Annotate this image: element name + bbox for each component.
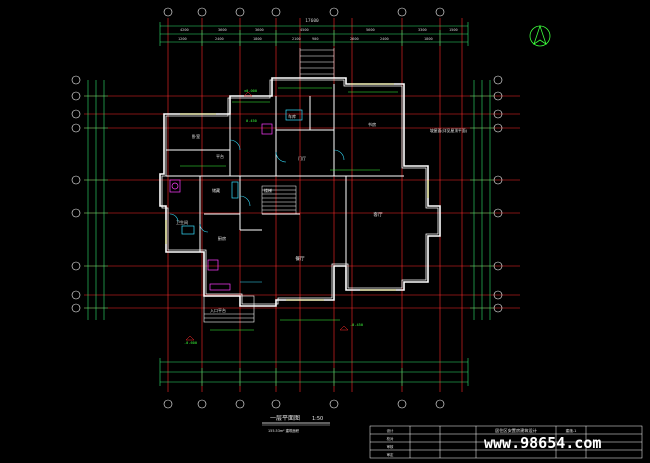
- title-block-row-3: 审核: [387, 444, 394, 449]
- room-label-porch: 入口平台: [210, 307, 226, 313]
- windows: [165, 83, 429, 301]
- room-label-dining: 餐厅: [295, 255, 305, 262]
- elev-bedroom: 0.450: [246, 119, 257, 123]
- interior-dimension-marks: [180, 87, 398, 331]
- room-label-garage: 车库: [288, 113, 296, 119]
- site-watermark: www.98654.com: [484, 434, 601, 452]
- axis-bubbles-left: [71, 75, 81, 313]
- top-entry-steps: [299, 48, 335, 78]
- drawing-title: 一层平面图: [270, 415, 300, 422]
- room-label-kitchen: 厨房: [218, 235, 226, 242]
- title-block-row-2: 校对: [387, 436, 394, 441]
- title-block-row-4: 审定: [387, 452, 394, 457]
- north-arrow-icon: [529, 24, 551, 47]
- main-stair: [261, 185, 297, 215]
- room-labels: 卧室 书房 客厅 餐厅 厨房 储藏 卫生间 楼梯 门厅 车库 入口平台 平台: [176, 113, 383, 313]
- axis-bubbles-bottom: [163, 399, 445, 409]
- svg-text:3600: 3600: [218, 28, 227, 32]
- room-label-stair: 楼梯: [264, 187, 272, 193]
- interior-walls: [166, 84, 404, 266]
- elev-top: ±0.000: [244, 89, 257, 93]
- svg-text:4200: 4200: [180, 28, 189, 32]
- axis-bubbles-top: [163, 7, 445, 17]
- overall-width-label: 17600: [305, 18, 319, 24]
- top-dimension-chain: [159, 22, 469, 46]
- room-label-storage: 储藏: [212, 187, 220, 193]
- elev-porch: -0.600: [184, 341, 197, 345]
- room-label-terrace: 平台: [216, 153, 224, 159]
- room-label-bedroom: 卧室: [192, 133, 200, 140]
- room-label-study: 书房: [368, 121, 376, 128]
- svg-text:2600: 2600: [350, 37, 359, 41]
- right-dimension-chain: [470, 80, 494, 320]
- title-block-drawing-no: 建施-1: [566, 428, 577, 433]
- svg-text:4500: 4500: [300, 28, 309, 32]
- svg-text:1800: 1800: [253, 37, 262, 41]
- bottom-dimension-chain: [159, 358, 469, 386]
- svg-text:2400: 2400: [380, 37, 389, 41]
- exterior-walls: [159, 77, 441, 307]
- top-dim-values: 4200 3600 3600 4500 5600 3300 1500 1200 2400 1…: [178, 28, 458, 41]
- drawing-scale: 1:50: [312, 416, 323, 422]
- roof-note: 坡屋面(详见屋顶平面): [430, 128, 468, 133]
- room-label-living: 客厅: [373, 211, 383, 218]
- drawing-title-group: 一层平面图 1:50 155.53m² 建筑面积: [262, 415, 330, 433]
- left-dimension-chain: [84, 80, 108, 320]
- elevation-markers: [185, 91, 349, 341]
- svg-text:3300: 3300: [418, 28, 427, 32]
- elev-bottom: -0.450: [350, 323, 363, 327]
- title-block: [369, 425, 643, 459]
- elevation-values: ±0.000 -0.450 -0.600 0.450: [184, 89, 363, 345]
- svg-text:1500: 1500: [449, 28, 458, 32]
- svg-text:900: 900: [312, 37, 319, 41]
- room-label-bath: 卫生间: [176, 219, 188, 225]
- bottom-porch: [203, 295, 255, 323]
- svg-text:1800: 1800: [424, 37, 433, 41]
- fixtures: [169, 109, 303, 291]
- svg-text:1200: 1200: [178, 37, 187, 41]
- title-block-row-1: 设计: [387, 428, 394, 433]
- svg-text:2400: 2400: [215, 37, 224, 41]
- area-note: 155.53m² 建筑面积: [268, 428, 300, 433]
- title-block-project: 居住区安置房建筑设计: [495, 427, 537, 434]
- svg-text:5600: 5600: [366, 28, 375, 32]
- svg-text:2100: 2100: [292, 37, 301, 41]
- svg-text:3600: 3600: [255, 28, 264, 32]
- door-swings: [169, 139, 345, 283]
- room-label-entry: 门厅: [298, 155, 306, 161]
